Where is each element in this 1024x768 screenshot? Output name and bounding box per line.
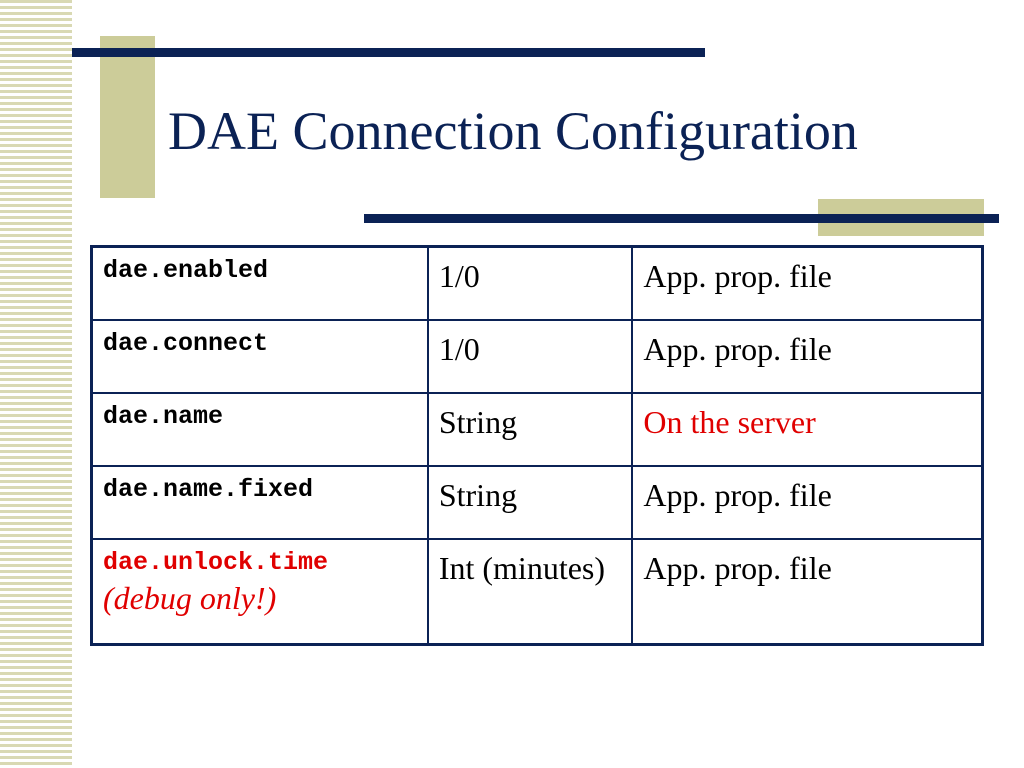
- source-cell: App. prop. file: [631, 464, 984, 540]
- source-cell: App. prop. file: [631, 245, 984, 321]
- key-cell: dae.name: [90, 391, 429, 467]
- debug-note: (debug only!): [103, 579, 277, 616]
- config-source: App. prop. file: [643, 476, 832, 513]
- config-key: dae.name: [103, 401, 224, 431]
- left-stripe-decoration: [0, 0, 72, 768]
- table-row: dae.name String On the server: [90, 391, 984, 467]
- config-source: App. prop. file: [643, 549, 832, 586]
- key-cell: dae.name.fixed: [90, 464, 429, 540]
- type-cell: String: [426, 391, 634, 467]
- type-cell: Int (minutes): [426, 537, 634, 646]
- config-key: dae.name.fixed: [103, 474, 314, 504]
- config-key: dae.enabled: [103, 256, 269, 285]
- source-cell: On the server: [631, 391, 984, 467]
- key-cell: dae.unlock.time (debug only!): [90, 537, 429, 646]
- table-row: dae.enabled 1/0 App. prop. file: [90, 245, 984, 321]
- type-cell: String: [426, 464, 634, 540]
- top-navy-rule: [72, 48, 705, 57]
- config-source: App. prop. file: [643, 330, 832, 367]
- config-key-warning: dae.unlock.time: [103, 547, 329, 577]
- lower-navy-rule: [364, 214, 999, 223]
- config-table: dae.enabled 1/0 App. prop. file dae.conn…: [90, 245, 984, 646]
- config-source: App. prop. file: [643, 258, 832, 294]
- table-row: dae.unlock.time (debug only!) Int (minut…: [90, 537, 984, 646]
- table-row: dae.name.fixed String App. prop. file: [90, 464, 984, 540]
- config-key: dae.connect: [103, 328, 269, 358]
- khaki-accent-block: [100, 36, 155, 198]
- type-cell: 1/0: [426, 245, 634, 321]
- slide-title: DAE Connection Configuration: [168, 101, 858, 161]
- type-cell: 1/0: [426, 318, 634, 394]
- source-cell: App. prop. file: [631, 318, 984, 394]
- config-source-warning: On the server: [643, 403, 816, 440]
- key-cell: dae.enabled: [90, 245, 429, 321]
- key-cell: dae.connect: [90, 318, 429, 394]
- source-cell: App. prop. file: [631, 537, 984, 646]
- table-row: dae.connect 1/0 App. prop. file: [90, 318, 984, 394]
